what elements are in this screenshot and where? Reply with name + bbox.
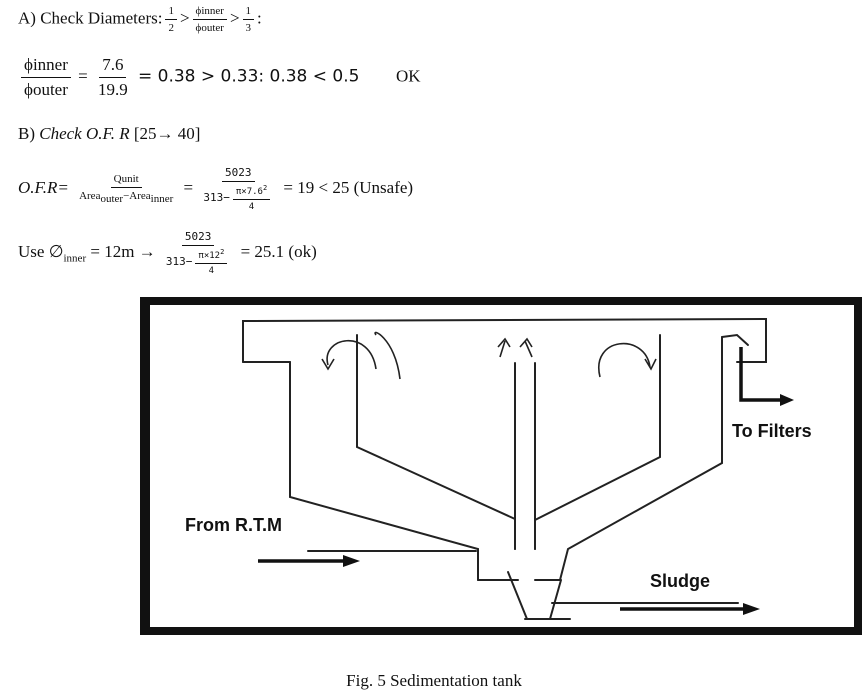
ofr-fraction: Qunit Areaouter−Areainner <box>76 173 176 205</box>
greater-than-symbol: > <box>179 8 190 28</box>
diameter-result: = 0.38 > 0.33: 0.38 < 0.5 <box>137 66 360 87</box>
fraction-numerator: ϕinner <box>192 5 227 20</box>
area-value: 313− <box>165 255 193 268</box>
flow-arrow-center-head <box>497 337 533 348</box>
check-ofr-heading: Check O.F. R <box>39 124 130 143</box>
tank-outline <box>242 317 767 620</box>
ofr-range: [25→ 40] <box>133 124 201 143</box>
flow-arrows <box>321 331 657 380</box>
check-ofr-line: B) Check O.F. R [25→ 40] <box>18 124 200 144</box>
area-value: 313− <box>203 191 230 204</box>
inlet-arrow <box>258 555 360 567</box>
from-rtm-label: From R.T.M <box>185 515 282 535</box>
inner-area-fraction: π×7.62 4 <box>232 184 271 212</box>
revised-inner-area-fraction: π×122 4 <box>195 248 228 276</box>
outlet-pipe <box>739 347 780 402</box>
fraction-denominator: 19.9 <box>97 80 128 99</box>
inner-subscript: inner <box>63 252 87 265</box>
flow-arrow-left-head <box>321 358 335 371</box>
ofr-calc-numerator: 5023 <box>222 166 255 182</box>
diameter-values-fraction: 7.6 19.9 <box>95 55 131 100</box>
fraction-numerator: 1 <box>242 5 255 20</box>
pi-d-squared: π×7.6 <box>235 187 263 197</box>
outer-wall-left <box>289 361 479 581</box>
check-diameters-heading: A) Check Diameters: <box>18 8 163 28</box>
inner-diameter-value: = 12m → <box>86 241 156 261</box>
section-b-prefix: B) <box>18 124 40 143</box>
to-filters-label: To Filters <box>732 421 812 441</box>
squared-exponent: 2 <box>220 248 225 256</box>
ofr-numerator: Qunit <box>110 173 142 188</box>
ofr-formula-line: O.F.R= Qunit Areaouter−Areainner = 5023 … <box>18 166 413 212</box>
fraction-denominator: 2 <box>168 22 174 34</box>
minus-symbol: − <box>123 189 130 202</box>
sludge-arrow <box>620 603 760 615</box>
outer-subscript: outer <box>100 193 124 206</box>
revised-ofr-result: = 25.1 (ok) <box>240 241 317 261</box>
outlet-pipe-line <box>739 347 780 402</box>
outlet-weir-hook <box>721 333 749 346</box>
flow-arrow-center <box>499 340 533 358</box>
figure-caption: Fig. 5 Sedimentation tank <box>346 671 522 690</box>
diameter-ratio-line: ϕinner ϕouter = 7.6 19.9 = 0.38 > 0.33: 0.… <box>18 55 421 100</box>
inner-subscript: inner <box>150 193 174 206</box>
use-inner-label: Use ∅ <box>18 241 64 261</box>
inner-area-numerator: π×7.62 <box>232 184 271 200</box>
ofr-denominator: Areaouter−Areainner <box>76 188 176 205</box>
pi-d-squared: π×12 <box>198 251 221 261</box>
equals-symbol: = <box>78 66 88 86</box>
squared-exponent: 2 <box>262 184 268 192</box>
fraction-numerator: 7.6 <box>99 55 127 78</box>
diameter-ok-label: OK <box>395 66 421 86</box>
diagram-frame <box>140 297 862 635</box>
phi-ratio-fraction-large: ϕinner ϕouter <box>21 55 71 100</box>
phi-ratio-fraction: ϕinner ϕouter <box>192 5 227 34</box>
inner-area-denominator: 4 <box>248 202 255 212</box>
fraction-denominator: 3 <box>245 22 252 34</box>
sedimentation-tank-diagram: To Filters From R.T.M Sludge <box>140 297 862 635</box>
launder-outline <box>242 317 767 363</box>
equals-symbol: = <box>183 177 194 197</box>
revised-inner-area-denominator: 4 <box>208 266 215 276</box>
flow-arrow-left-outer <box>374 331 401 380</box>
fraction-numerator: 1 <box>165 5 177 20</box>
flow-arrow-left <box>326 339 377 370</box>
revised-inner-area-numerator: π×122 <box>195 248 228 264</box>
outer-wall-right <box>559 336 723 581</box>
area-word: Area <box>79 189 101 202</box>
fraction-denominator: ϕouter <box>24 80 68 99</box>
flow-arrow-right-head <box>644 358 657 371</box>
fraction-denominator: ϕouter <box>195 22 224 34</box>
colon: : <box>257 8 262 28</box>
greater-than-symbol: > <box>229 8 240 28</box>
area-word: Area <box>129 189 151 202</box>
sludge-label: Sludge <box>650 571 710 591</box>
flow-arrow-right <box>597 342 651 378</box>
outlet-arrow-head <box>780 394 794 406</box>
ofr-result: = 19 < 25 (Unsafe) <box>283 177 414 197</box>
ofr-label: O.F.R= <box>18 177 69 197</box>
fraction-numerator: ϕinner <box>21 55 71 78</box>
revised-calc-numerator: 5023 <box>181 230 215 246</box>
